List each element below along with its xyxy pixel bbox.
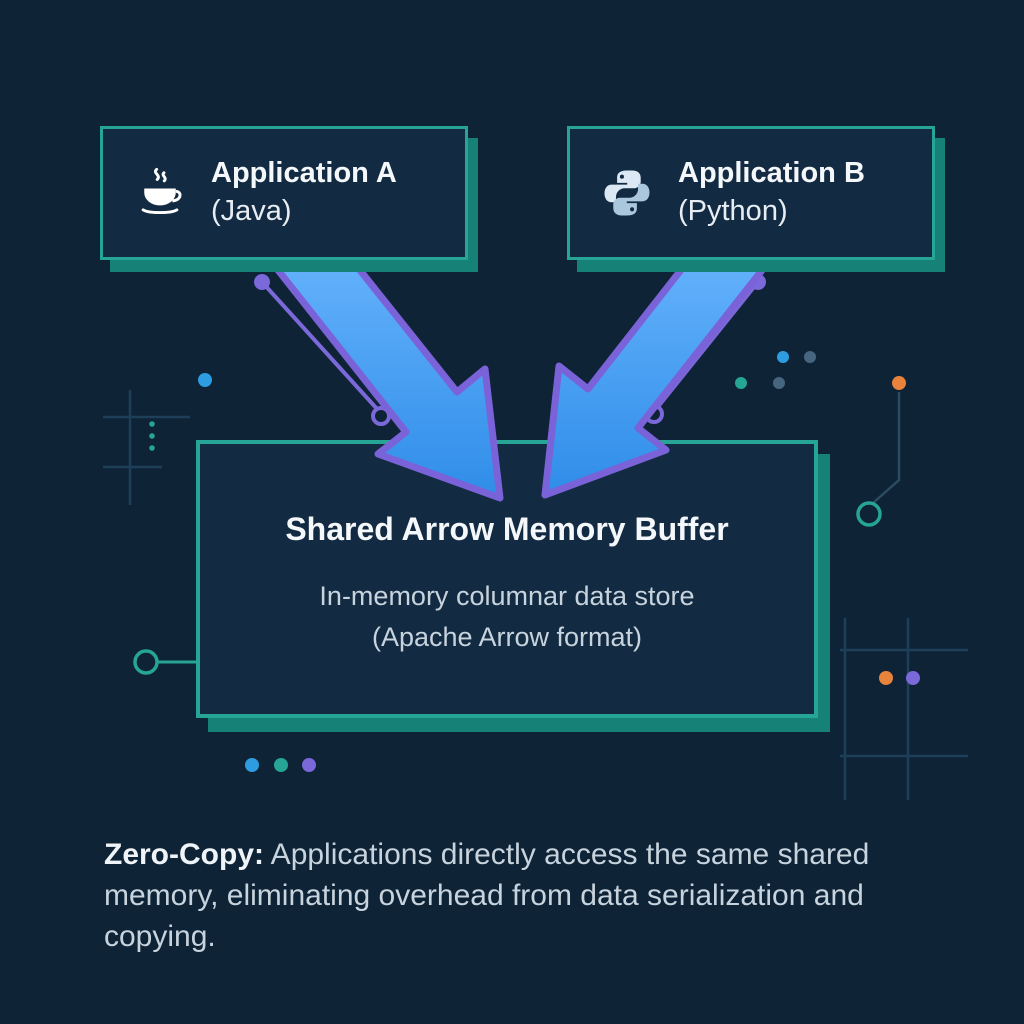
dots-below-buffer — [245, 758, 316, 772]
caption-lead: Zero-Copy: — [104, 838, 264, 871]
connector-b — [644, 274, 766, 424]
caption-body: Applications directly access the same sh… — [104, 838, 870, 953]
python-icon — [604, 170, 650, 216]
application-a-subtitle: (Java) — [211, 195, 292, 227]
application-b-label: Application B (Python) — [678, 155, 865, 230]
buffer-desc-line1: In-memory columnar data store — [319, 581, 695, 611]
node-application-a: Application A (Java) — [100, 126, 468, 260]
java-icon — [141, 167, 182, 215]
zero-copy-caption: Zero-Copy: Applications directly access … — [104, 834, 942, 957]
buffer-title: Shared Arrow Memory Buffer — [285, 511, 729, 547]
application-a-label: Application A (Java) — [211, 155, 397, 230]
connector-a — [254, 274, 391, 426]
application-b-subtitle: (Python) — [678, 195, 788, 227]
buffer-desc-line2: (Apache Arrow format) — [371, 621, 643, 652]
application-b-title: Application B — [678, 157, 865, 190]
circuit-bottom-right — [840, 618, 968, 800]
application-a-title: Application A — [211, 157, 397, 190]
node-application-b: Application B (Python) — [567, 126, 935, 260]
shared-buffer-node: Shared Arrow Memory Buffer In-memory col… — [196, 440, 818, 718]
